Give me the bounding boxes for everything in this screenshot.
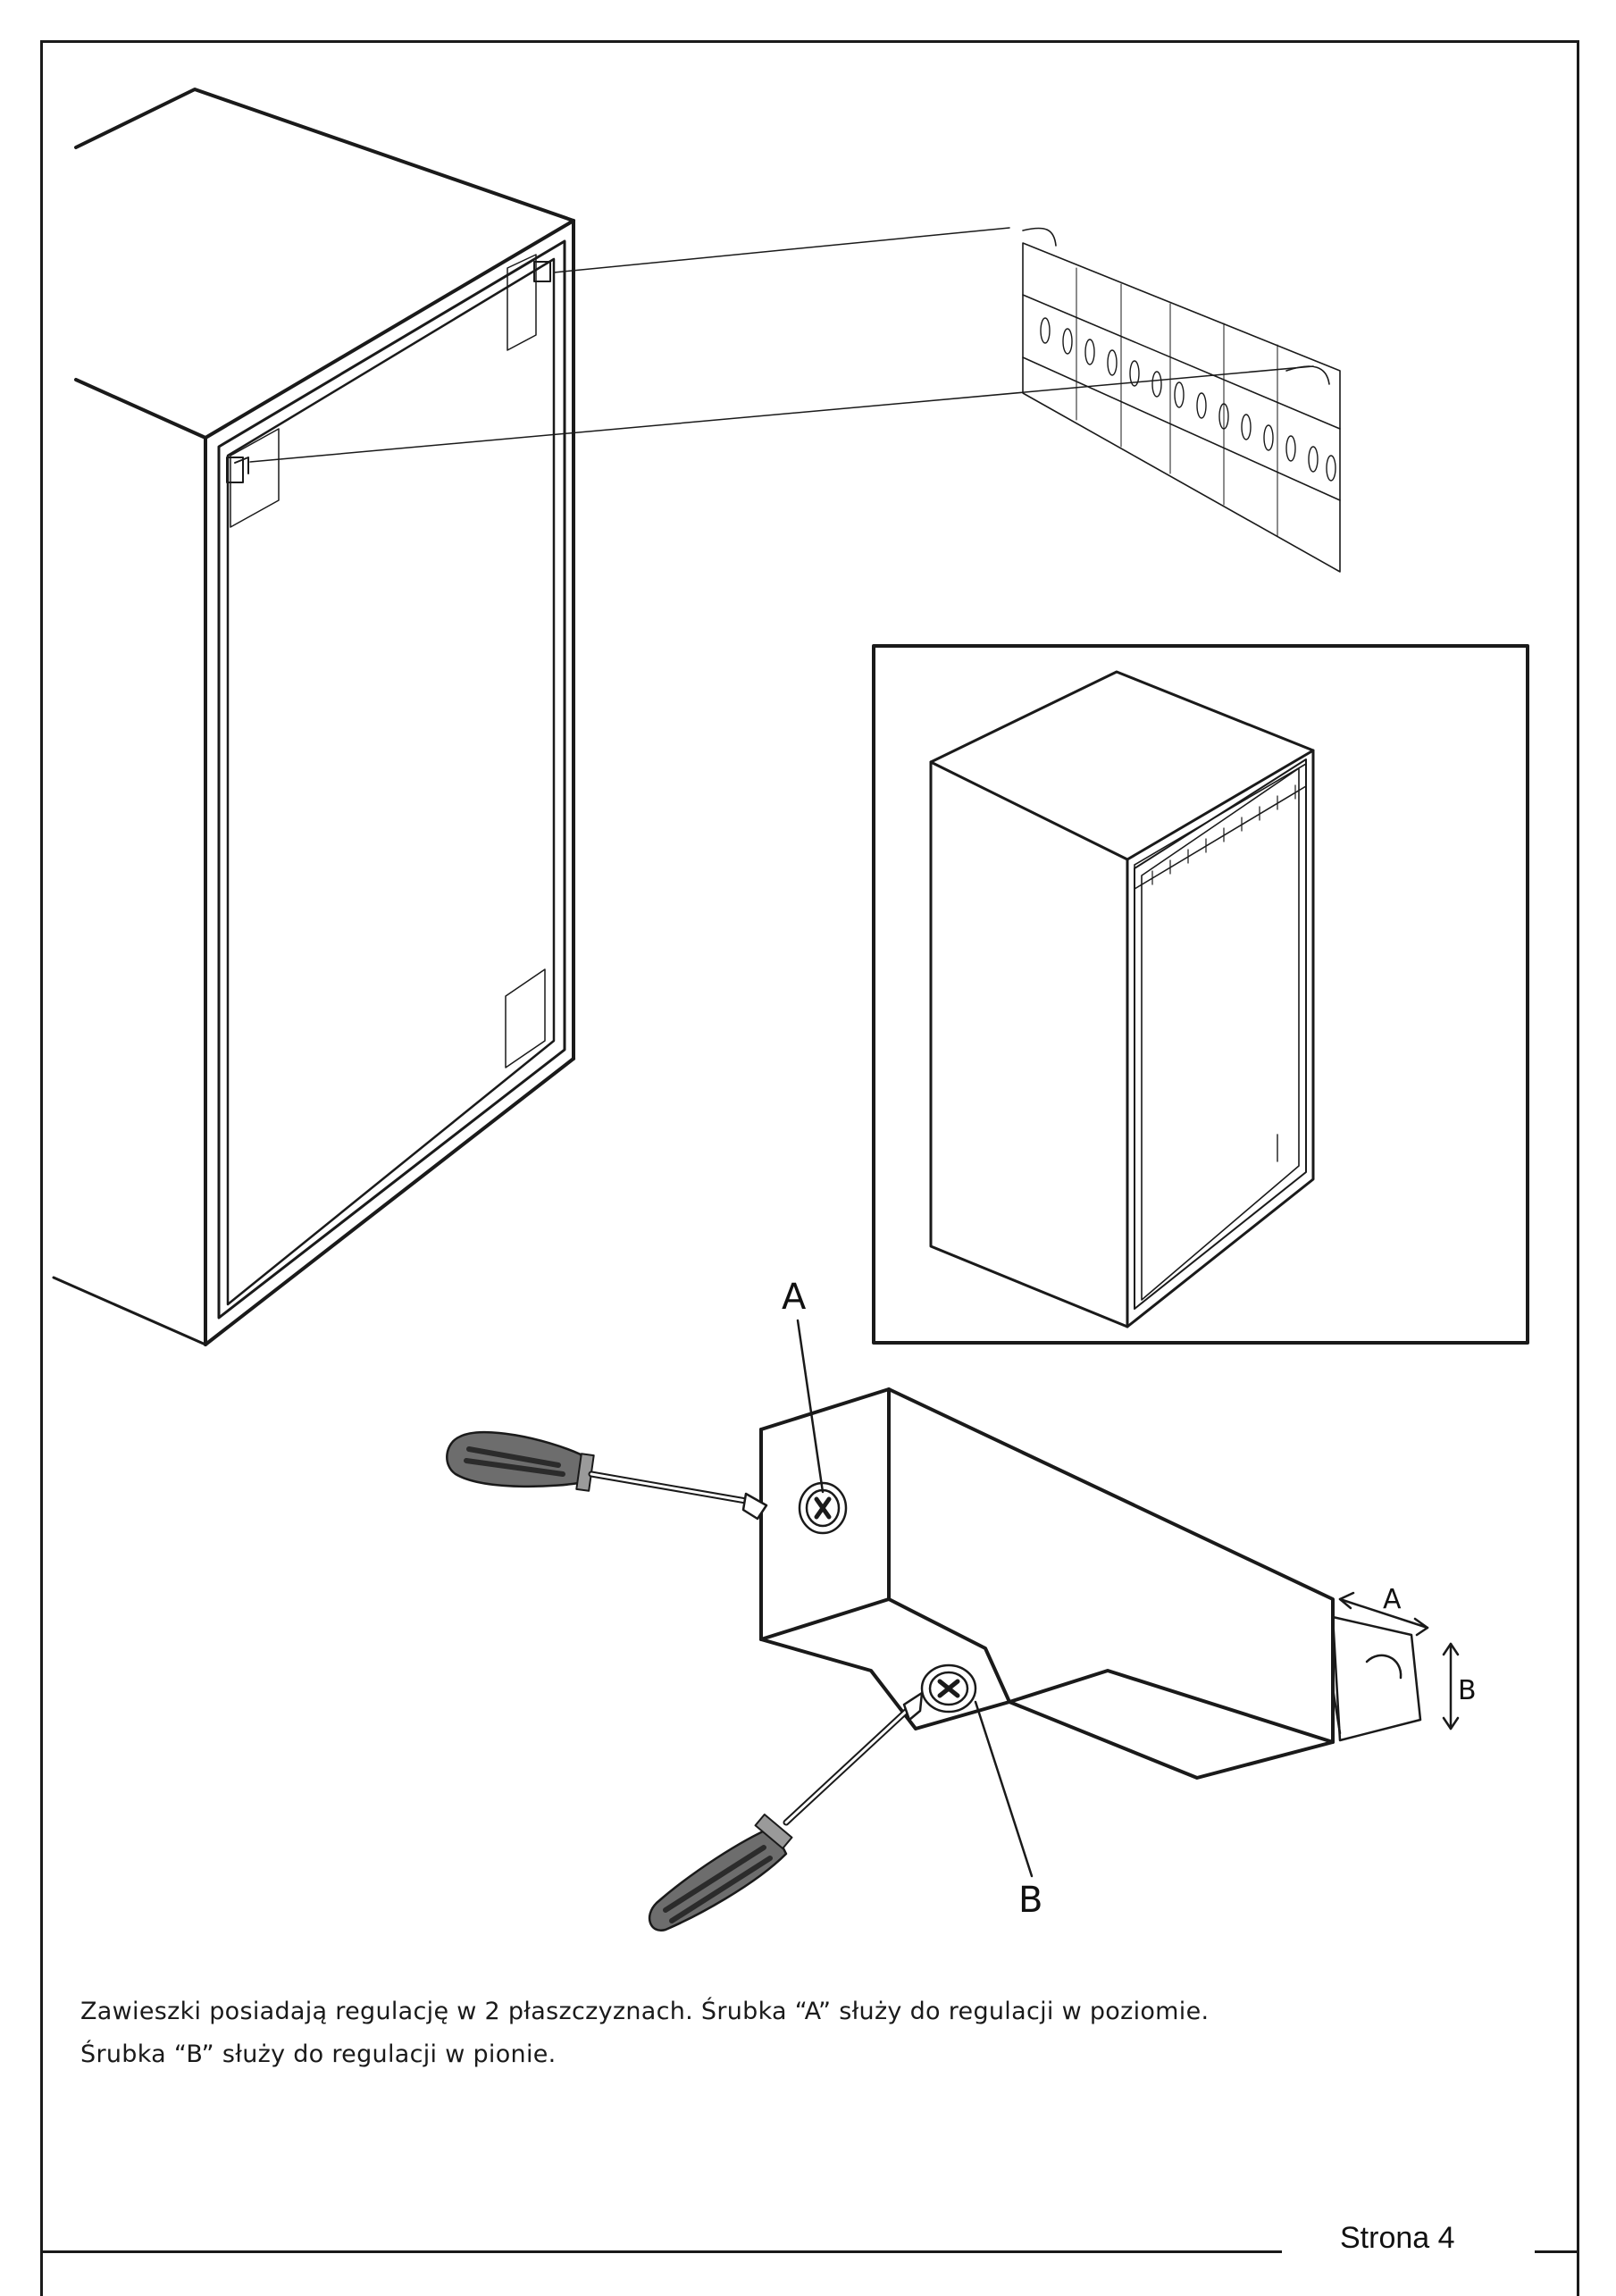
instruction-text: Zawieszki posiadają regulację w 2 płaszc…: [80, 1990, 1510, 2076]
label-arrow-a: A: [1383, 1584, 1402, 1615]
wall-rail-drawing: [1022, 227, 1341, 573]
page-frame-right-edge: [1577, 40, 1579, 2253]
footer-rule-left: [40, 2250, 1282, 2253]
inset-box: [872, 644, 1529, 1345]
page-number: Strona 4: [1340, 2221, 1455, 2255]
label-arrow-b: B: [1458, 1675, 1477, 1706]
screwdriver-a-icon: [446, 1430, 768, 1521]
screwdriver-b-icon: [648, 1691, 924, 1932]
adjust-arrow-b-icon: [1442, 1642, 1460, 1730]
hanger-bracket-drawing: [759, 1387, 1422, 1780]
instruction-line-1: Zawieszki posiadają regulację w 2 płaszc…: [80, 1998, 1210, 2025]
leader-lines: [249, 227, 1314, 463]
large-cabinet-drawing: [52, 88, 575, 1346]
label-screw-a: A: [782, 1277, 807, 1318]
small-cabinet-drawing: [929, 670, 1315, 1328]
instruction-line-2: Śrubka “B” służy do regulacji w pionie.: [80, 2040, 557, 2068]
callout-lines: [796, 1319, 1034, 1878]
label-screw-b: B: [1018, 1880, 1042, 1921]
screw-b-icon: [920, 1663, 977, 1714]
footer-rule-right: [1535, 2250, 1579, 2253]
adjust-arrow-a-icon: [1338, 1591, 1429, 1637]
